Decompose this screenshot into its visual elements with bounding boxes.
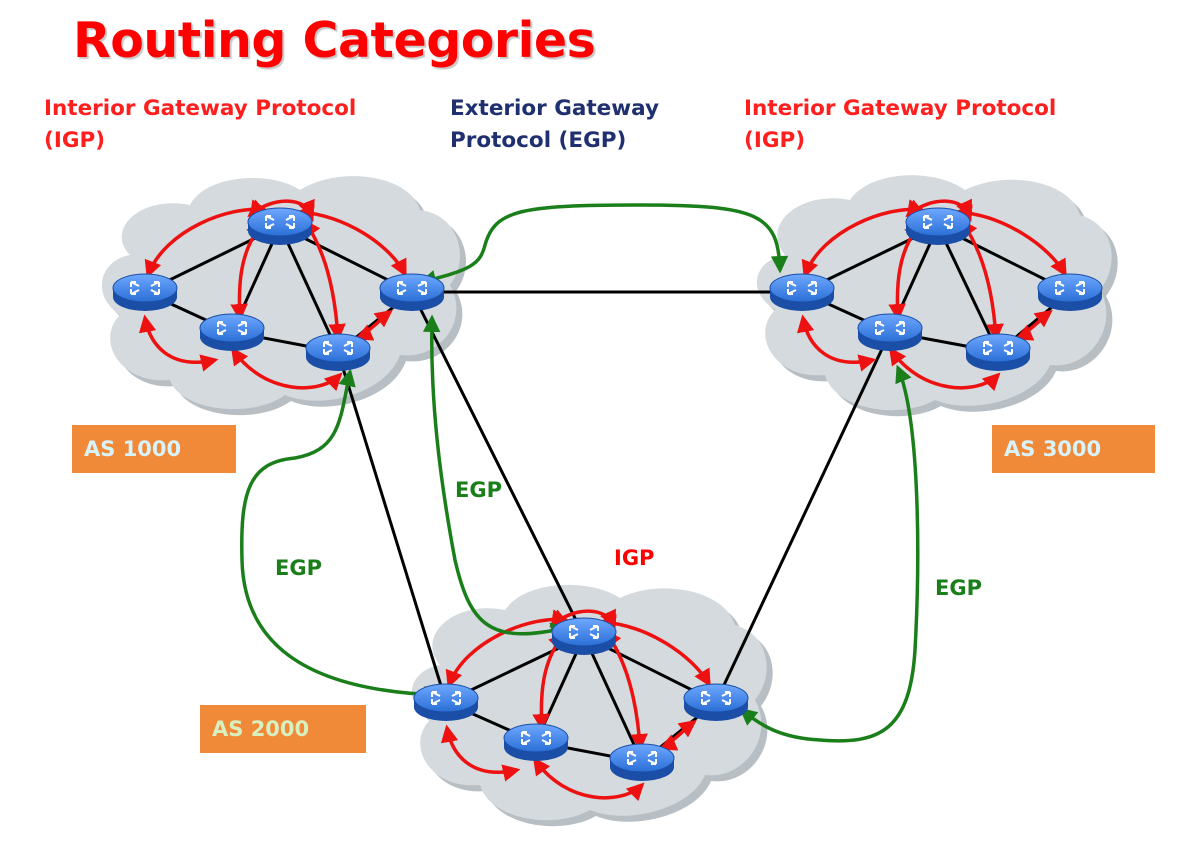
router-icon: [905, 207, 971, 246]
router-icon: [683, 683, 749, 722]
router-icon: [379, 273, 445, 312]
router-icon: [769, 273, 835, 312]
slide-title: Routing Categories: [73, 12, 596, 69]
egp-right-label: EGP: [935, 576, 982, 600]
router-icon: [1037, 273, 1103, 312]
right-igp-header: Interior Gateway Protocol (IGP): [744, 96, 1057, 153]
egp-as3000-as2000: [739, 364, 920, 743]
router-icon: [305, 333, 371, 372]
egp-center-label: EGP: [455, 478, 502, 502]
left-igp-header: Interior Gateway Protocol (IGP): [44, 96, 357, 153]
router-icon: [413, 683, 479, 722]
igp-bottom-label: IGP: [614, 546, 655, 570]
router-icon: [609, 743, 675, 782]
router-icon: [965, 333, 1031, 372]
router-icon: [112, 273, 178, 312]
as1000-label: AS 1000: [72, 425, 236, 473]
egp-links: [240, 203, 920, 743]
router-icon: [199, 313, 265, 352]
router-icon: [551, 617, 617, 656]
router-icon: [503, 723, 569, 762]
as3000-label: AS 3000: [992, 425, 1155, 473]
router-icon: [857, 313, 923, 352]
egp-as1000-as2000: [240, 368, 442, 704]
router-icon: [247, 207, 313, 246]
egp-left-label: EGP: [275, 556, 322, 580]
egp-as1000-as3000: [418, 203, 789, 288]
as2000-label: AS 2000: [200, 705, 366, 753]
center-egp-header: Exterior Gateway Protocol (EGP): [450, 96, 659, 153]
egp-as1000-as2000-b: [422, 314, 569, 640]
